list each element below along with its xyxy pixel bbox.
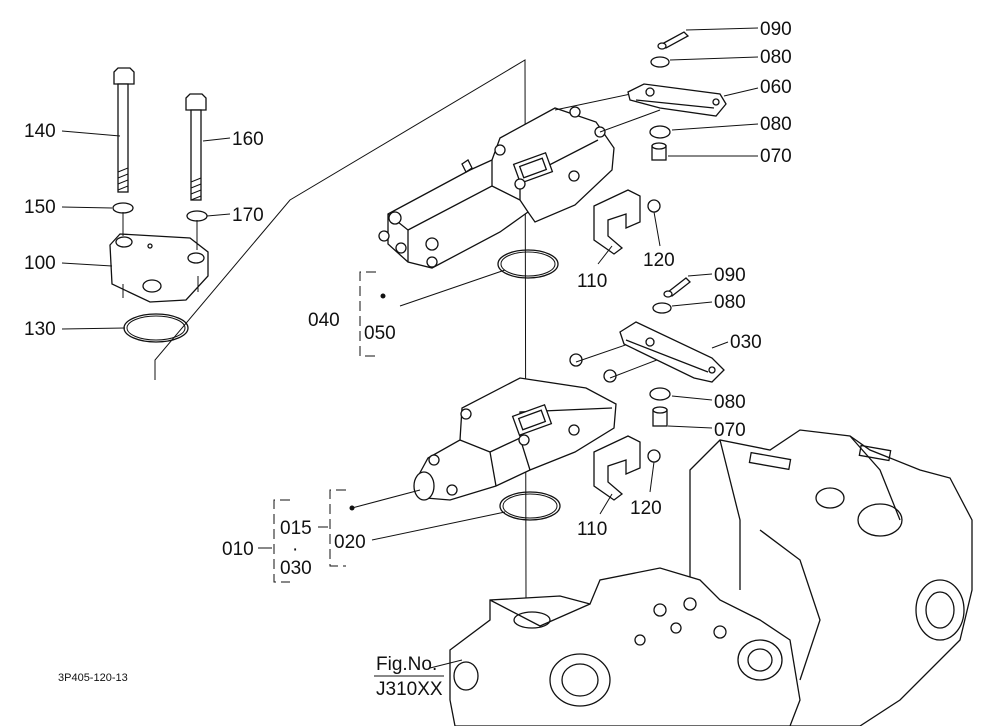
label-070-top: 070: [760, 146, 792, 167]
label-040: 040: [308, 310, 340, 331]
o-ring-050: [497, 249, 559, 279]
bolt-140: [113, 67, 135, 193]
bracket-110-top: [593, 189, 641, 255]
label-110-bottom: 110: [577, 519, 607, 540]
bracket-110-bottom: [593, 435, 641, 501]
label-090-bottom: 090: [714, 265, 746, 286]
cover-plate-100: [109, 212, 209, 303]
label-010: 010: [222, 539, 254, 560]
drawing-code: 3P405-120-13: [58, 672, 128, 684]
collar-070-top: [651, 142, 667, 161]
label-060: 060: [760, 77, 792, 98]
control-valve-010: [413, 339, 663, 501]
label-080-lower-top: 080: [714, 292, 746, 313]
pin-090-top: [657, 31, 690, 50]
leader-lines: [61, 27, 759, 669]
lever-030: [619, 321, 725, 383]
pin-090-bottom: [663, 277, 691, 298]
bolt-160: [185, 93, 207, 201]
label-dot: ·: [292, 539, 298, 560]
assembly-guide-line: [154, 59, 536, 701]
collar-070-bottom: [652, 406, 668, 427]
label-150: 150: [24, 197, 56, 218]
label-020: 020: [334, 532, 366, 553]
label-080-top: 080: [760, 47, 792, 68]
label-050: 050: [364, 323, 396, 344]
label-015: 015: [280, 518, 312, 539]
label-080-mid: 080: [760, 114, 792, 135]
washer-080-lower-bottom: [649, 387, 671, 401]
washer-170: [186, 210, 208, 222]
washer-150: [112, 202, 134, 214]
label-030-range: 030: [280, 558, 312, 579]
label-140: 140: [24, 121, 56, 142]
fig-id: J310XX: [376, 679, 443, 700]
label-090-top: 090: [760, 19, 792, 40]
label-100: 100: [24, 253, 56, 274]
label-110-top: 110: [577, 271, 607, 292]
label-070-bottom: 070: [714, 420, 746, 441]
washer-080-lower-top: [652, 302, 672, 314]
o-ring-130: [123, 313, 189, 343]
bolt-120-bottom: [647, 449, 661, 463]
label-170: 170: [232, 205, 264, 226]
washer-080-mid: [649, 125, 671, 139]
label-120-top: 120: [643, 250, 675, 271]
label-030: 030: [730, 332, 762, 353]
control-valve-040: [378, 91, 661, 269]
label-080-lower-bottom: 080: [714, 392, 746, 413]
fig-no-caption: Fig.No.: [376, 654, 437, 675]
label-160: 160: [232, 129, 264, 150]
bolt-120-top: [647, 199, 661, 213]
washer-080-top: [650, 56, 670, 68]
lever-060: [627, 83, 727, 117]
hydraulic-base-block: [449, 567, 801, 726]
label-120-bottom: 120: [630, 498, 662, 519]
o-ring-020: [499, 491, 561, 521]
label-130: 130: [24, 319, 56, 340]
